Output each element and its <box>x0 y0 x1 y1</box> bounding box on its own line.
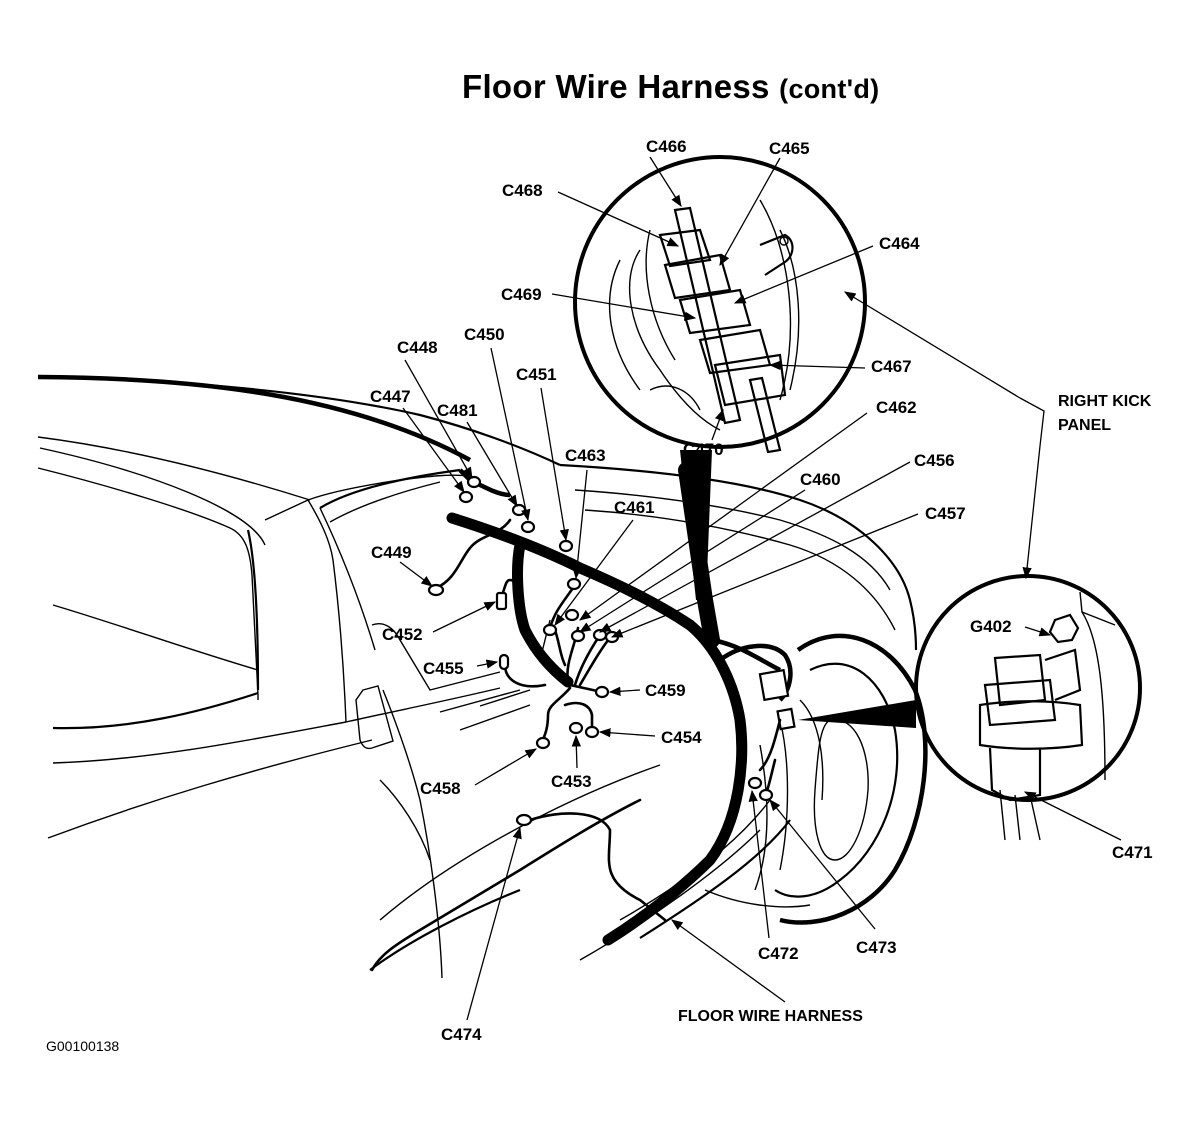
label-c448: C448 <box>397 338 438 357</box>
label-c469: C469 <box>501 285 542 304</box>
label-c450: C450 <box>464 325 505 344</box>
label-g402: G402 <box>970 617 1012 636</box>
branch-wires <box>370 518 782 972</box>
label-c460: C460 <box>800 470 841 489</box>
label-c481: C481 <box>437 401 478 420</box>
label-c451: C451 <box>516 365 557 384</box>
label-c467: C467 <box>871 357 912 376</box>
label-c458: C458 <box>420 779 461 798</box>
label-c463: C463 <box>565 446 606 465</box>
label-c461: C461 <box>614 498 655 517</box>
label-c471: C471 <box>1112 843 1153 862</box>
label-right-kick-panel-line1: RIGHT KICK <box>1058 393 1152 410</box>
label-c468: C468 <box>502 181 543 200</box>
label-c456: C456 <box>914 451 955 470</box>
label-c459: C459 <box>645 681 686 700</box>
label-c474: C474 <box>441 1025 482 1044</box>
title-main: Floor Wire Harness <box>462 68 770 105</box>
leader-lines <box>399 156 1122 1021</box>
figure-code: G00100138 <box>46 1038 119 1054</box>
inset-kick-panel-connectors <box>573 155 867 600</box>
label-c473: C473 <box>856 938 897 957</box>
label-c449: C449 <box>371 543 412 562</box>
label-c447: C447 <box>370 387 411 406</box>
label-c465: C465 <box>769 139 810 158</box>
label-c472: C472 <box>758 944 799 963</box>
label-c462: C462 <box>876 398 917 417</box>
label-c470: C470 <box>683 440 724 459</box>
connector-symbols <box>427 475 774 827</box>
inset-ground-connector <box>798 574 1142 841</box>
connector-labels: C466 C465 C468 C464 C469 C467 C470 C462 … <box>46 137 1153 1054</box>
label-c452: C452 <box>382 625 423 644</box>
label-c454: C454 <box>661 728 702 747</box>
label-right-kick-panel-line2: PANEL <box>1058 417 1111 434</box>
label-floor-wire-harness: FLOOR WIRE HARNESS <box>678 1008 863 1025</box>
floor-wire-harness <box>37 374 796 946</box>
label-c455: C455 <box>423 659 464 678</box>
label-c453: C453 <box>551 772 592 791</box>
diagram-title: Floor Wire Harness (cont'd) <box>462 68 879 106</box>
label-c457: C457 <box>925 504 966 523</box>
vehicle-body-outline <box>37 374 928 979</box>
label-c464: C464 <box>879 234 920 253</box>
title-suffix: (cont'd) <box>779 74 880 104</box>
label-c466: C466 <box>646 137 687 156</box>
